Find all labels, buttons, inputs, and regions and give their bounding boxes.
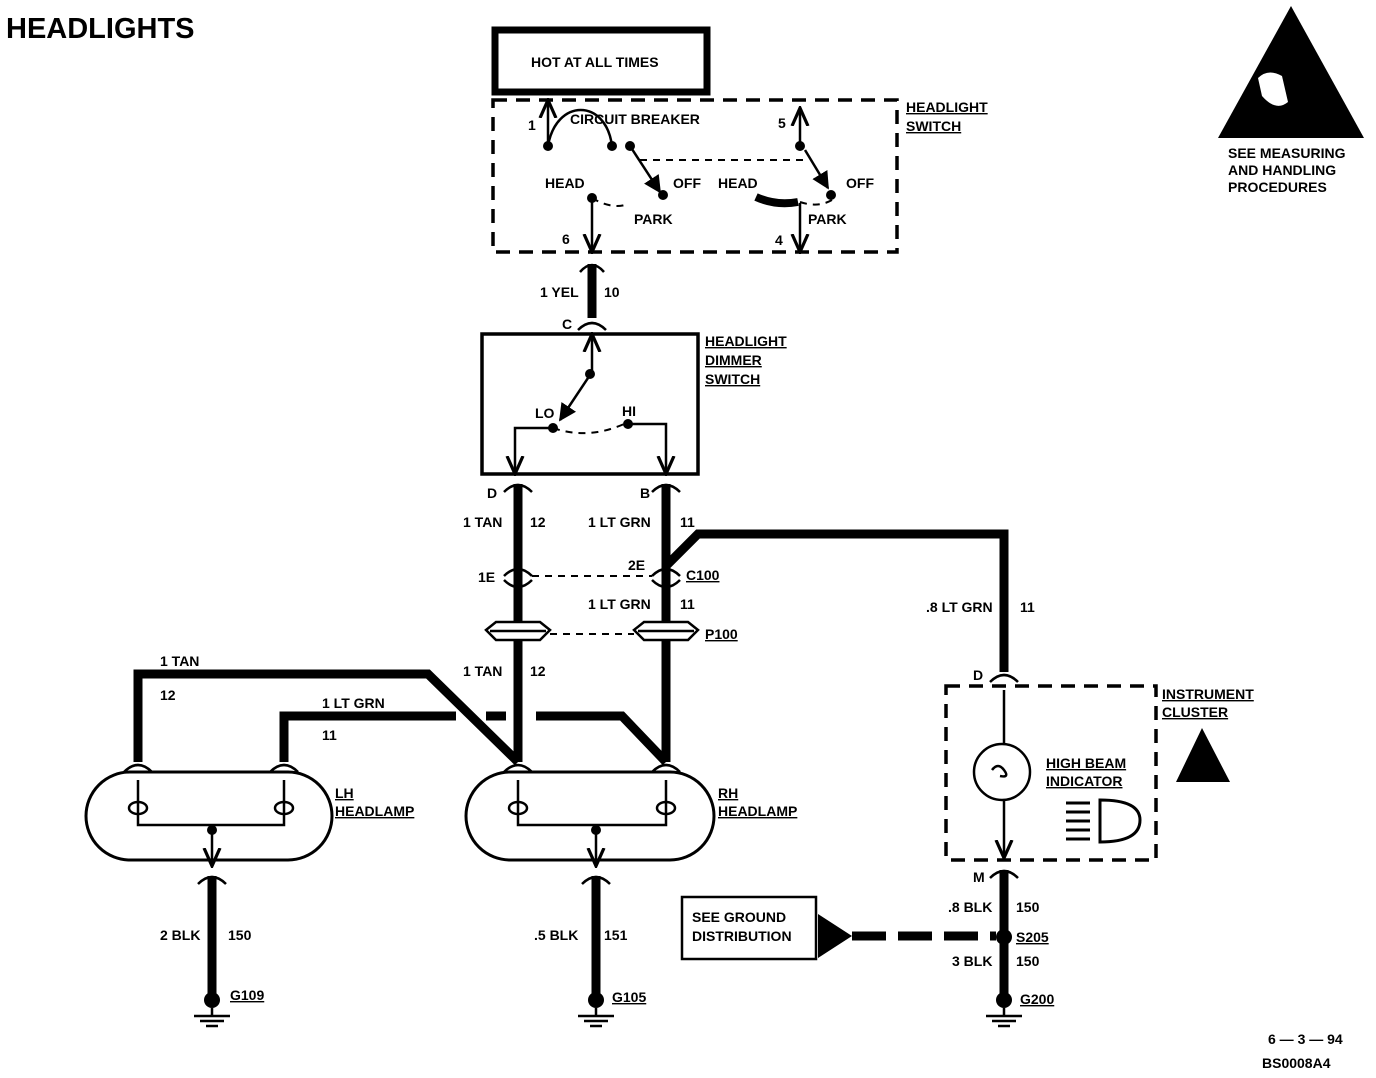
wire-cluster-feed: .8 LT GRN 11 [662, 529, 1035, 683]
lh-headlamp: LH HEADLAMP [84, 763, 414, 866]
lh-headlamp-name-1: LH [335, 785, 354, 801]
park-left-label: PARK [634, 211, 673, 227]
s205-ground-circuit: 150 [1016, 953, 1040, 969]
lh-ground-label: 2 BLK [160, 927, 200, 943]
splice-s205-label: S205 [1016, 929, 1049, 945]
lh-ground-circuit: 150 [228, 927, 252, 943]
p100-name: P100 [705, 626, 738, 642]
s205-ground-label: 3 BLK [952, 953, 992, 969]
high-beam-bulb-icon [972, 742, 1032, 802]
wire-label: 1 YEL [540, 284, 579, 300]
wire-tan-lower-circuit: 12 [530, 663, 546, 679]
dimmer-name-2: DIMMER [705, 352, 762, 368]
headlight-dimmer-switch: C HEADLIGHT DIMMER SWITCH LO HI D B [480, 316, 787, 501]
rh-ground-circuit: 151 [604, 927, 628, 943]
indicator-name-2: INDICATOR [1046, 773, 1122, 789]
esd-note-line-2: AND HANDLING [1228, 162, 1336, 178]
off-left-label: OFF [673, 175, 701, 191]
reference-arrow-icon [818, 914, 852, 958]
connector-c100: 1E 2E C100 [478, 557, 720, 589]
lh-headlamp-name-2: HEADLAMP [335, 803, 414, 819]
figure-code: BS0008A4 [1262, 1055, 1331, 1071]
esd-note-line-3: PROCEDURES [1228, 179, 1327, 195]
esd-note-line-1: SEE MEASURING [1228, 145, 1346, 161]
dimmer-name-3: SWITCH [705, 371, 760, 387]
lh-ground-wire: 2 BLK 150 G109 [160, 875, 264, 1028]
head-left-label: HEAD [545, 175, 585, 191]
c100-name: C100 [686, 567, 720, 583]
cluster-name-1: INSTRUMENT [1162, 686, 1254, 702]
cluster-ground-circuit: 150 [1016, 899, 1040, 915]
instrument-cluster: D INSTRUMENT CLUSTER HIGH BEAM INDICATOR… [944, 667, 1254, 885]
rh-headlamp-name-1: RH [718, 785, 738, 801]
esd-warning: SEE MEASURING AND HANDLING PROCEDURES [1218, 6, 1364, 195]
cluster-feed-circuit: 11 [1020, 599, 1035, 615]
wire-tan-upper-label: 1 TAN [463, 514, 502, 530]
off-right-label: OFF [846, 175, 874, 191]
cluster-pin-d: D [973, 667, 983, 683]
esd-warning-small-icon [1176, 728, 1230, 782]
rh-headlamp-name-2: HEADLAMP [718, 803, 797, 819]
esd-warning-icon [1218, 6, 1364, 138]
rh-headlamp: RH HEADLAMP [464, 763, 797, 866]
pin-1-label: 1 [528, 117, 536, 133]
wire-switch-to-dimmer: 1 YEL 10 [540, 263, 620, 331]
connector-p100: P100 [484, 620, 738, 642]
cluster-ground-label: .8 BLK [948, 899, 992, 915]
headlight-switch-name-1: HEADLIGHT [906, 99, 988, 115]
rh-ground-wire: .5 BLK 151 G105 [534, 875, 646, 1028]
ground-distribution-reference: SEE GROUND DISTRIBUTION [680, 895, 996, 961]
pin-6-label: 6 [562, 231, 570, 247]
pin-4-label: 4 [775, 232, 783, 248]
c100-pin-right: 2E [628, 557, 645, 573]
headlight-switch: HEADLIGHT SWITCH 1 CIRCUIT BREAKER 5 HEA… [491, 99, 988, 252]
rh-ground-label: .5 BLK [534, 927, 578, 943]
wire-tan-lh-label: 1 TAN [160, 653, 199, 669]
cluster-pin-m: M [973, 869, 985, 885]
wire-ltgrn-lh-label: 1 LT GRN [322, 695, 385, 711]
wire-tan-lh-circuit: 12 [160, 687, 176, 703]
wire-tan-lower-label: 1 TAN [463, 663, 502, 679]
wire-ltgrn-middle-label: 1 LT GRN [588, 596, 651, 612]
cluster-feed-label: .8 LT GRN [926, 599, 993, 615]
wire-ltgrn-lh-circuit: 11 [322, 727, 337, 743]
wire-tan-lh: 1 TAN 12 [133, 653, 522, 766]
wire-circuit: 10 [604, 284, 620, 300]
pin-b-label: B [640, 485, 650, 501]
ground-g105-label: G105 [612, 989, 646, 1005]
cluster-name-2: CLUSTER [1162, 704, 1228, 720]
pin-5-label: 5 [778, 115, 786, 131]
wire-ltgrn-upper-label: 1 LT GRN [588, 514, 651, 530]
ground-g109-label: G109 [230, 987, 264, 1003]
cluster-ground-wire: .8 BLK 150 S205 3 BLK 150 G200 [948, 869, 1054, 1028]
indicator-name-1: HIGH BEAM [1046, 755, 1126, 771]
pin-c-label: C [562, 316, 572, 332]
high-beam-symbol-icon [1066, 798, 1142, 844]
hi-label: HI [622, 403, 636, 419]
circuit-breaker-label: CIRCUIT BREAKER [570, 111, 700, 127]
ground-dist-line-1: SEE GROUND [692, 909, 786, 925]
wire-tan-upper-circuit: 12 [530, 514, 546, 530]
pin-d-label: D [487, 485, 497, 501]
park-right-label: PARK [808, 211, 847, 227]
wire-ltgrn-lh: 1 LT GRN 11 [279, 695, 670, 766]
power-source-label: HOT AT ALL TIMES [531, 54, 659, 70]
head-right-label: HEAD [718, 175, 758, 191]
wire-ltgrn-middle-circuit: 11 [680, 596, 695, 612]
power-source-box: HOT AT ALL TIMES [491, 26, 711, 96]
date-code: 6 — 3 — 94 [1268, 1031, 1343, 1047]
dimmer-name-1: HEADLIGHT [705, 333, 787, 349]
page-title: HEADLIGHTS [6, 13, 195, 45]
hand-icon [1258, 72, 1288, 106]
ground-g200-label: G200 [1020, 991, 1054, 1007]
wire-ltgrn-upper-circuit: 11 [680, 514, 695, 530]
c100-pin-left: 1E [478, 569, 495, 585]
lo-label: LO [535, 405, 555, 421]
ground-dist-line-2: DISTRIBUTION [692, 928, 792, 944]
splice-s205 [996, 929, 1012, 945]
headlight-switch-name-2: SWITCH [906, 118, 961, 134]
